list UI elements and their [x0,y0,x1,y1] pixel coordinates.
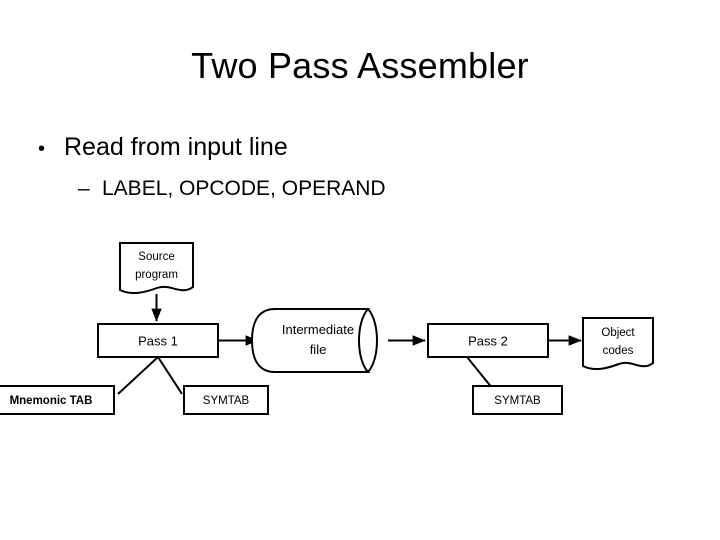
node-symtab-pass1: SYMTAB [183,385,269,415]
intermediate-file-label-line1: Intermediate [282,322,354,337]
node-mnemonic-tab: Mnemonic TAB [0,385,115,415]
symtab-pass2-label: SYMTAB [494,395,541,407]
node-source-program: Source program [119,242,194,295]
symtab-pass1-label: SYMTAB [203,395,250,407]
bullet-item-level2: –LABEL, OPCODE, OPERAND [78,174,720,204]
pass1-rectangle [97,323,219,358]
mnemonic-tab-rectangle [0,385,115,415]
two-pass-assembler-flow-diagram: Source program Pass 1 Intermediate file [0,230,720,430]
intermediate-file-label-line2: file [310,342,327,357]
intermediate-file-cylinder-end [367,308,378,373]
edge-pass1-to-mnemonic-tab [117,356,159,395]
edge-pass1-to-symtab-pass1 [157,356,183,395]
object-codes-label-line1: Object [601,327,635,339]
bullet-text-label-opcode-operand: LABEL, OPCODE, OPERAND [102,177,386,200]
object-codes-document-shape [582,317,654,371]
mnemonic-tab-label: Mnemonic TAB [10,395,93,407]
bullet-list: • Read from input line –LABEL, OPCODE, OP… [0,130,720,204]
node-symtab-pass2: SYMTAB [472,385,563,415]
pass2-label: Pass 2 [468,334,508,349]
intermediate-file-cylinder-shape [250,308,371,373]
source-program-label-line1: Source [138,251,174,263]
pass1-label: Pass 1 [138,334,178,349]
source-program-document-shape [119,242,194,295]
object-codes-label-line2: codes [603,345,634,357]
node-intermediate-file: Intermediate file [250,308,378,373]
symtab-pass1-rectangle [183,385,269,415]
bullet-marker-dash: – [78,177,90,200]
node-object-codes: Object codes [582,317,654,371]
node-pass1: Pass 1 [97,323,219,358]
bullet-marker-dot: • [38,138,46,160]
bullet-text-read-from-input-line: Read from input line [64,133,288,161]
symtab-pass2-rectangle [472,385,563,415]
bullet-item-level1: • Read from input line [38,130,720,166]
node-pass2: Pass 2 [427,323,549,358]
page-title: Two Pass Assembler [191,45,529,86]
source-program-label-line2: program [135,269,178,281]
